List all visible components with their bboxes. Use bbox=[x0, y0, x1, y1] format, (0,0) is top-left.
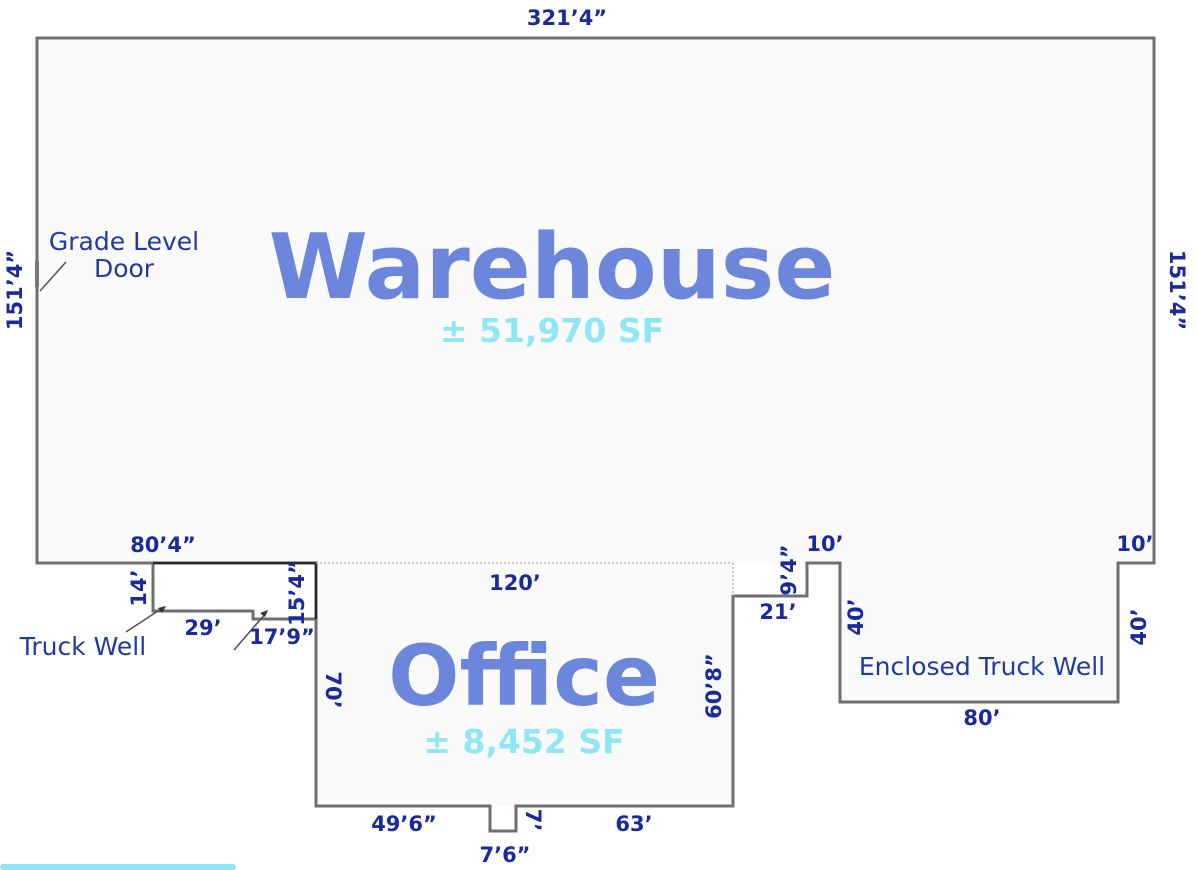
truck-well-offset-leader bbox=[233, 612, 267, 651]
dim-top-width: 321’4” bbox=[527, 6, 607, 30]
warehouse-area: ± 51,970 SF bbox=[440, 311, 664, 350]
truck-well-label: Truck Well bbox=[19, 632, 146, 661]
dim-enclosed-right: 40’ bbox=[1127, 608, 1151, 645]
dim-truck-well-right: 15’4” bbox=[285, 560, 309, 626]
grade-level-door-label-line2: Door bbox=[94, 254, 155, 283]
dim-truck-well-top: 80’4” bbox=[130, 533, 196, 557]
dim-truck-well-left: 14’ bbox=[127, 569, 151, 606]
truck-well-arrow-icon bbox=[158, 606, 166, 613]
dim-enclosed-left: 40’ bbox=[844, 598, 868, 635]
office-title: Office bbox=[388, 627, 660, 725]
office-floor bbox=[316, 563, 733, 806]
footer-accent-bar bbox=[0, 864, 236, 870]
dim-notch-width: 7’6” bbox=[479, 843, 530, 867]
dim-left-height: 151’4” bbox=[3, 250, 27, 330]
dim-office-top: 120’ bbox=[489, 571, 541, 595]
building-outline bbox=[35, 36, 1156, 833]
dim-enclosed-bottom: 80’ bbox=[963, 706, 1000, 730]
enclosed-truck-well-floor bbox=[840, 563, 1118, 702]
dim-office-left: 70’ bbox=[321, 671, 345, 708]
dim-enclosed-right-top: 10’ bbox=[1116, 532, 1153, 556]
dim-office-right: 60’8” bbox=[702, 653, 726, 719]
dim-step-height: 9’4” bbox=[777, 544, 801, 595]
dim-truck-well-bottom: 29’ bbox=[184, 616, 221, 640]
dim-notch-depth: 7’ bbox=[521, 809, 545, 832]
dim-enclosed-left-top: 10’ bbox=[806, 532, 843, 556]
dim-step-width: 21’ bbox=[759, 600, 796, 624]
dim-office-bottom-right: 63’ bbox=[615, 812, 652, 836]
dim-truck-well-offset: 17’9” bbox=[249, 625, 315, 649]
dim-office-bottom-left: 49’6” bbox=[371, 812, 437, 836]
grade-level-door-label-line1: Grade Level bbox=[49, 227, 199, 256]
grade-level-door-leader bbox=[39, 261, 67, 292]
truck-well-outline bbox=[151, 563, 316, 621]
truck-well-leader bbox=[125, 606, 165, 633]
office-area: ± 8,452 SF bbox=[423, 722, 624, 761]
dim-right-height: 151’4” bbox=[1165, 250, 1189, 330]
warehouse-title: Warehouse bbox=[269, 215, 836, 320]
truck-well-offset-arrow-icon bbox=[260, 610, 268, 617]
warehouse-floor bbox=[37, 38, 1154, 563]
enclosed-truck-well-label: Enclosed Truck Well bbox=[859, 652, 1105, 681]
